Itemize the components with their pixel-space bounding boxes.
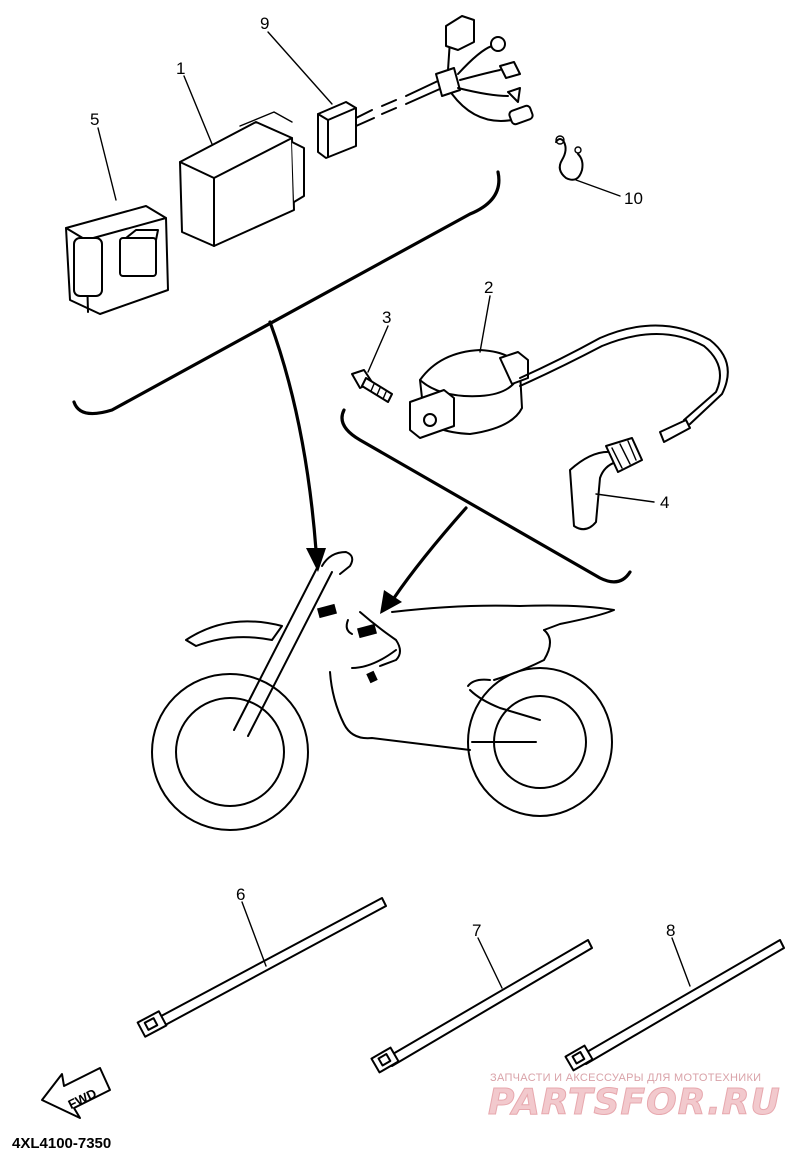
callout-2[interactable]: 2 xyxy=(484,278,493,297)
fwd-arrow-icon: FWD xyxy=(41,1067,111,1119)
watermark-brand: PARTSFOR.RU xyxy=(488,1082,781,1123)
callout-labels: 1 2 3 4 5 6 7 8 9 10 xyxy=(90,14,675,940)
top-right-group-bracket xyxy=(340,408,632,584)
watermark: ЗАПЧАСТИ И АКСЕССУАРЫ ДЛЯ МОТОТЕХНИКИ PA… xyxy=(488,1072,781,1124)
part-9-wire-lead[interactable] xyxy=(317,15,534,159)
callout-6[interactable]: 6 xyxy=(236,885,245,904)
callout-3[interactable]: 3 xyxy=(382,308,391,327)
callout-leaders xyxy=(97,31,691,989)
part-10-clip[interactable] xyxy=(555,135,584,181)
arrow-to-coil-location xyxy=(380,506,468,614)
part-5-cdi-cover[interactable] xyxy=(65,205,169,315)
diagram-code: 4XL4100-7350 xyxy=(12,1135,111,1152)
callout-10[interactable]: 10 xyxy=(624,189,643,208)
callout-1[interactable]: 1 xyxy=(176,59,185,78)
arrow-to-cdi-location xyxy=(268,320,326,572)
callout-7[interactable]: 7 xyxy=(472,921,481,940)
watermark-tagline: ЗАПЧАСТИ И АКСЕССУАРЫ ДЛЯ МОТОТЕХНИКИ xyxy=(490,1072,761,1084)
part-8-cable-tie[interactable] xyxy=(564,939,785,1072)
top-left-group-bracket xyxy=(72,170,501,416)
motorcycle-outline xyxy=(151,551,615,831)
part-6-cable-tie[interactable] xyxy=(136,897,387,1038)
part-2-ignition-coil[interactable] xyxy=(409,324,729,439)
part-3-bolt[interactable] xyxy=(351,369,393,403)
part-4-spark-plug-cap[interactable] xyxy=(569,419,691,531)
callout-5[interactable]: 5 xyxy=(90,110,99,129)
part-7-cable-tie[interactable] xyxy=(370,939,593,1074)
callout-9[interactable]: 9 xyxy=(260,14,269,33)
part-1-cdi-unit[interactable] xyxy=(179,111,305,247)
callout-8[interactable]: 8 xyxy=(666,921,675,940)
callout-4[interactable]: 4 xyxy=(660,493,669,512)
